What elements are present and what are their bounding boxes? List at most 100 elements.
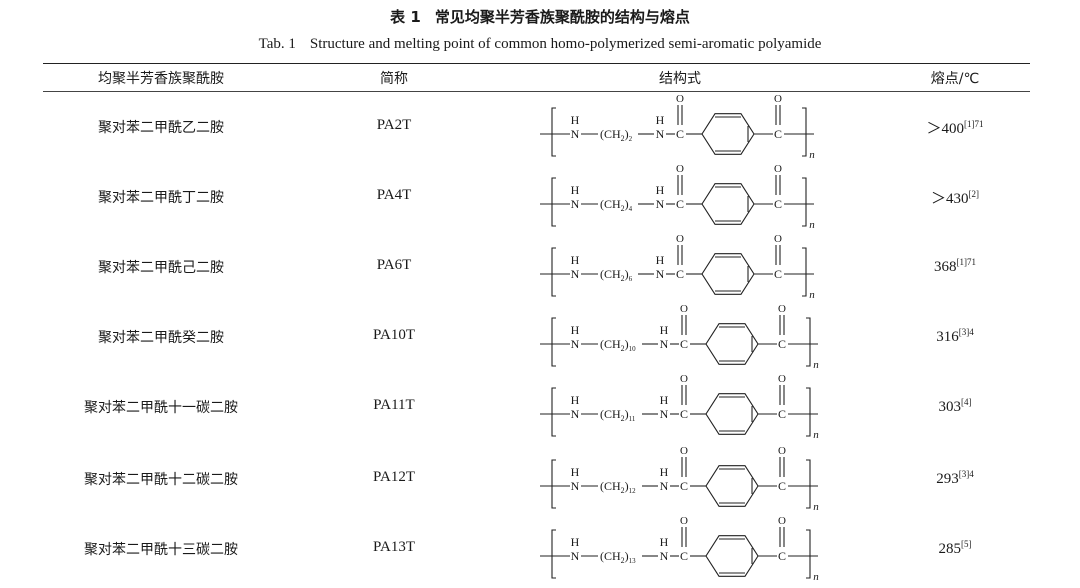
- atom-o: O: [778, 303, 786, 315]
- atom-o: O: [676, 233, 684, 245]
- melting-point: ＞430[2]: [880, 187, 1030, 208]
- atom-c: C: [774, 127, 782, 141]
- polyamide-abbr: PA13T: [373, 539, 415, 555]
- melting-point: 368[1]71: [880, 257, 1030, 276]
- mp-prefix: ＞: [926, 121, 942, 137]
- atom-o: O: [774, 163, 782, 175]
- mp-reference: [1]71: [964, 119, 984, 129]
- melting-point: 285[5]: [880, 539, 1030, 558]
- atom-n: N: [656, 267, 665, 281]
- polyamide-abbr: PA12T: [373, 469, 415, 485]
- ch2-group: (CH2)10: [600, 337, 636, 353]
- right-bracket: [806, 317, 811, 367]
- left-bracket: [551, 247, 556, 297]
- atom-n: N: [571, 407, 580, 421]
- atom-o: O: [676, 163, 684, 175]
- repeat-n: n: [809, 219, 815, 231]
- repeat-n: n: [809, 149, 815, 161]
- atom-h: H: [656, 253, 665, 267]
- polyamide-name: 聚对苯二甲酰己二胺: [98, 260, 224, 276]
- mp-value: 285: [938, 541, 962, 557]
- atom-n: N: [571, 267, 580, 281]
- left-bracket: [551, 317, 556, 367]
- benzene-ring: [701, 183, 755, 225]
- left-bracket: [551, 107, 556, 157]
- repeat-n: n: [813, 429, 819, 441]
- polyamide-name: 聚对苯二甲酰乙二胺: [98, 120, 224, 136]
- left-bracket: [551, 387, 556, 437]
- mp-value: 293: [936, 471, 959, 487]
- atom-o: O: [778, 515, 786, 527]
- polyamide-name: 聚对苯二甲酰十三碳二胺: [84, 542, 238, 558]
- polyamide-abbr: PA11T: [373, 397, 415, 413]
- atom-o: O: [774, 93, 782, 105]
- atom-n: N: [660, 407, 669, 421]
- atom-c: C: [778, 337, 786, 351]
- ch2-group: (CH2)13: [600, 549, 636, 565]
- ch2-group: (CH2)2: [600, 127, 633, 143]
- atom-n: N: [571, 337, 580, 351]
- polyamide-abbr: PA2T: [376, 117, 412, 133]
- mp-value: 400: [941, 121, 965, 137]
- mp-reference: [4]: [961, 397, 972, 407]
- mp-value: 368: [934, 259, 957, 275]
- atom-h: H: [571, 113, 580, 127]
- mp-value: 430: [946, 191, 969, 207]
- ch2-group: (CH2)6: [600, 267, 633, 283]
- polyamide-abbr: PA6T: [376, 257, 412, 273]
- right-bracket: [802, 177, 807, 227]
- atom-o: O: [774, 233, 782, 245]
- polyamide-abbr: PA4T: [376, 187, 412, 203]
- melting-point: 303[4]: [880, 397, 1030, 416]
- atom-h: H: [656, 183, 665, 197]
- ch2-group: (CH2)4: [600, 197, 633, 213]
- melting-point: ＞400[1]71: [880, 117, 1030, 138]
- atom-n: N: [660, 337, 669, 351]
- atom-c: C: [774, 197, 782, 211]
- mp-value: 316: [936, 329, 959, 345]
- atom-n: N: [571, 549, 580, 563]
- left-bracket: [551, 177, 556, 227]
- atom-c: C: [680, 407, 688, 421]
- right-bracket: [806, 459, 811, 509]
- atom-n: N: [571, 197, 580, 211]
- header-structure: 结构式: [659, 71, 701, 87]
- mp-value: 303: [938, 399, 962, 415]
- atom-h: H: [660, 535, 669, 549]
- atom-h: H: [660, 465, 669, 479]
- polyamide-abbr: PA10T: [373, 327, 415, 343]
- benzene-ring: [705, 535, 759, 577]
- table-label-en: Tab. 1: [258, 36, 296, 52]
- right-bracket: [802, 247, 807, 297]
- atom-o: O: [680, 373, 688, 385]
- atom-h: H: [660, 393, 669, 407]
- header-name: 均聚半芳香族聚酰胺: [98, 71, 224, 87]
- header-melting-point: 熔点/℃: [930, 71, 980, 87]
- mp-reference: [5]: [961, 539, 972, 549]
- table-top-rule: [43, 63, 1030, 64]
- atom-c: C: [676, 197, 684, 211]
- polyamide-name: 聚对苯二甲酰十一碳二胺: [84, 400, 238, 416]
- atom-c: C: [774, 267, 782, 281]
- atom-n: N: [571, 127, 580, 141]
- atom-h: H: [571, 183, 580, 197]
- atom-c: C: [676, 127, 684, 141]
- atom-n: N: [660, 479, 669, 493]
- mp-prefix: ＞: [930, 191, 946, 207]
- atom-h: H: [571, 465, 580, 479]
- atom-n: N: [571, 479, 580, 493]
- atom-h: H: [571, 393, 580, 407]
- atom-o: O: [778, 445, 786, 457]
- mp-reference: [3]4: [958, 469, 974, 479]
- atom-c: C: [778, 549, 786, 563]
- table-title-cn: 常见均聚半芳香族聚酰胺的结构与熔点: [434, 8, 690, 26]
- atom-h: H: [571, 535, 580, 549]
- repeat-n: n: [813, 571, 819, 583]
